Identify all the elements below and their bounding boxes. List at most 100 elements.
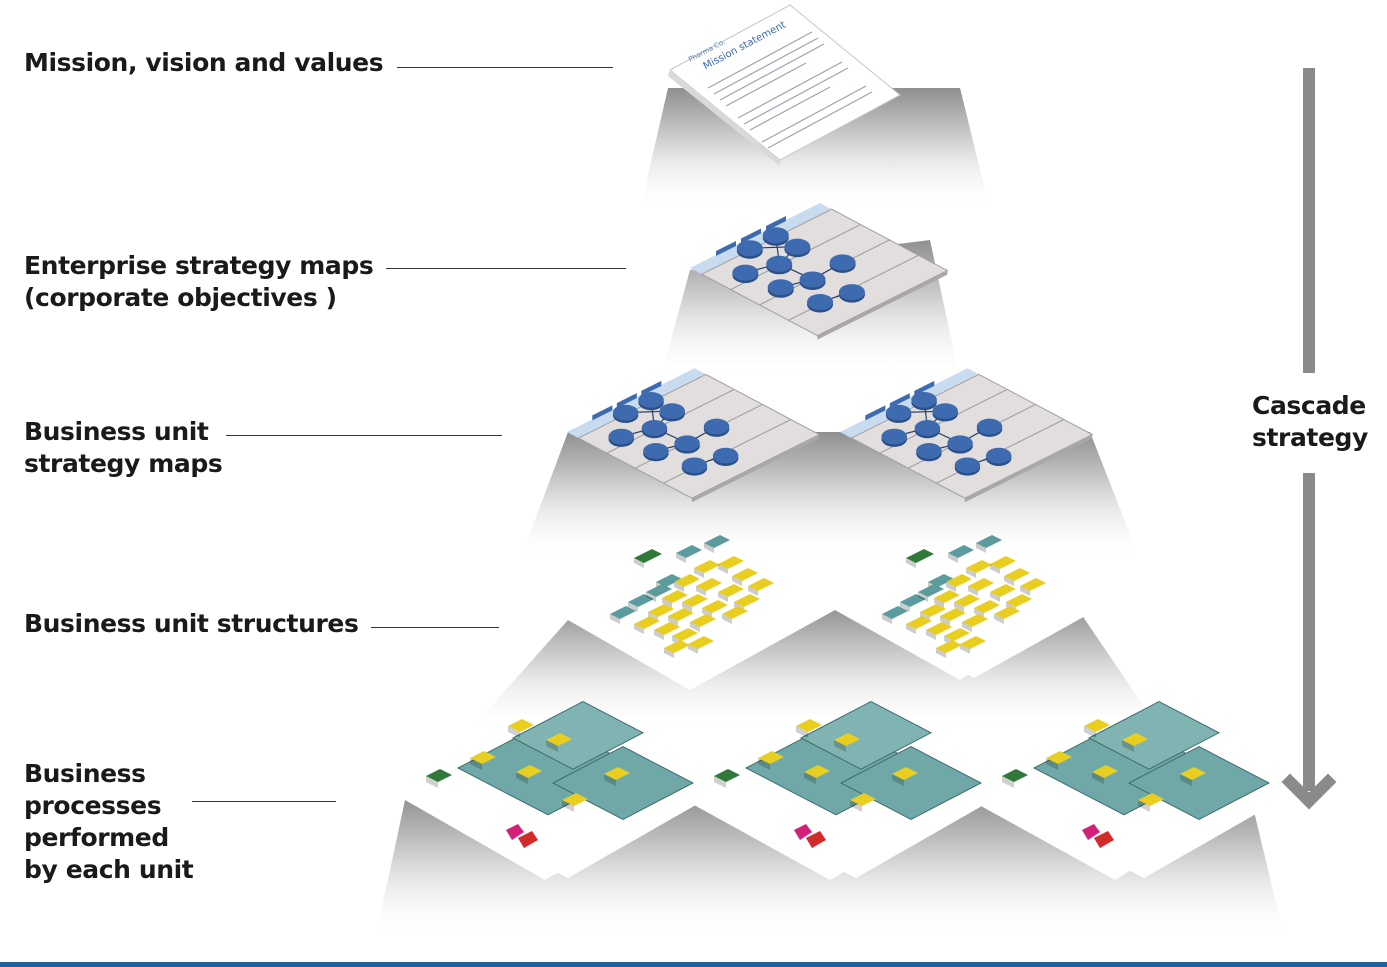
org-box-top — [682, 594, 708, 607]
org-box-side — [962, 622, 972, 632]
unit-structures — [574, 535, 1096, 678]
org-box-top — [966, 560, 992, 573]
org-structure — [574, 535, 824, 678]
map-node — [947, 435, 973, 452]
map-node — [641, 420, 668, 436]
org-box-side — [948, 553, 958, 563]
org-box-side — [610, 614, 620, 624]
process-end-icon — [1094, 831, 1114, 848]
process-box-side — [470, 758, 482, 770]
org-box-side — [990, 592, 1000, 602]
org-plate — [846, 543, 1096, 678]
process-lane — [799, 701, 933, 770]
org-box-side — [690, 622, 700, 632]
org-box-top — [974, 600, 1000, 613]
map-node — [712, 447, 739, 464]
process-box-side — [604, 774, 616, 786]
org-plate — [574, 543, 824, 678]
org-box-top — [674, 574, 700, 587]
map-tab — [716, 240, 737, 256]
process-box-top — [546, 733, 572, 746]
process-lane — [551, 746, 695, 820]
process-box-side — [1084, 726, 1096, 738]
org-box-side — [918, 592, 928, 602]
org-box-top — [954, 594, 980, 607]
org-box-side — [1020, 586, 1030, 596]
label-bu-strategy-maps: Business unit strategy maps — [24, 417, 223, 478]
map-node — [829, 254, 856, 271]
process-end-icon — [518, 831, 538, 848]
process-box-top — [892, 767, 918, 780]
org-box-side — [990, 564, 1000, 574]
map-node — [767, 279, 794, 296]
map-tab — [889, 393, 910, 409]
org-box-side — [696, 586, 706, 596]
process-box-side — [1122, 740, 1134, 752]
org-box-top — [628, 594, 654, 607]
process-box-top — [758, 751, 784, 764]
process-box-side — [892, 774, 904, 786]
map-header — [840, 368, 979, 439]
map-node — [612, 404, 639, 421]
process-box-top — [1122, 733, 1148, 746]
org-box-top — [634, 549, 662, 563]
org-box-top — [906, 549, 934, 563]
org-box-top — [1006, 594, 1032, 607]
org-box-top — [722, 606, 748, 619]
process-box-top — [516, 765, 542, 778]
map-node — [674, 435, 700, 452]
org-box-side — [968, 586, 978, 596]
org-box-top — [918, 584, 944, 597]
process-box-side — [850, 800, 862, 812]
process-box-side — [1046, 758, 1058, 770]
org-box-side — [722, 614, 732, 624]
cascade-arrow-icon — [1281, 68, 1337, 810]
org-box-top — [940, 608, 966, 621]
process-box-top — [426, 769, 452, 782]
org-box-side — [674, 582, 684, 592]
map-tab — [592, 405, 613, 421]
org-box-side — [688, 644, 698, 654]
org-box-top — [994, 606, 1020, 619]
org-box-top — [990, 556, 1016, 569]
map-node — [976, 418, 1003, 435]
map-node — [643, 443, 669, 459]
org-box-top — [748, 578, 774, 591]
org-box-top — [920, 604, 946, 617]
process-box-top — [1180, 767, 1206, 780]
org-box-side — [994, 614, 1004, 624]
map-node — [762, 227, 789, 244]
org-box-side — [954, 602, 964, 612]
org-box-top — [732, 568, 758, 581]
map-node — [916, 443, 942, 459]
process-box-side — [508, 726, 520, 738]
process-box-side — [1180, 774, 1192, 786]
map-node — [914, 420, 941, 436]
process-lane — [1127, 746, 1271, 820]
process-box-side — [758, 758, 770, 770]
org-box-top — [976, 535, 1002, 548]
org-box-top — [734, 594, 760, 607]
leader-line-bu-structures — [371, 627, 499, 628]
org-box-side — [704, 543, 714, 553]
map-edge — [964, 434, 1093, 503]
process-box-side — [714, 776, 726, 788]
org-box-top — [654, 622, 680, 635]
map-node — [807, 293, 834, 310]
map-node — [985, 447, 1012, 464]
org-box-side — [906, 558, 916, 568]
org-box-top — [936, 640, 962, 653]
bottom-accent-bar — [0, 962, 1387, 967]
map-node — [638, 392, 664, 408]
process-box-side — [1092, 772, 1104, 784]
map-tab — [766, 215, 787, 231]
process-box-side — [834, 740, 846, 752]
process-event-icon — [1082, 824, 1100, 840]
process-box-side — [804, 772, 816, 784]
label-business-processes: Business processes performed by each uni… — [24, 759, 194, 884]
org-box-side — [936, 648, 946, 658]
process-box-top — [508, 719, 534, 732]
map-tab — [865, 405, 886, 421]
map-node — [911, 392, 937, 408]
